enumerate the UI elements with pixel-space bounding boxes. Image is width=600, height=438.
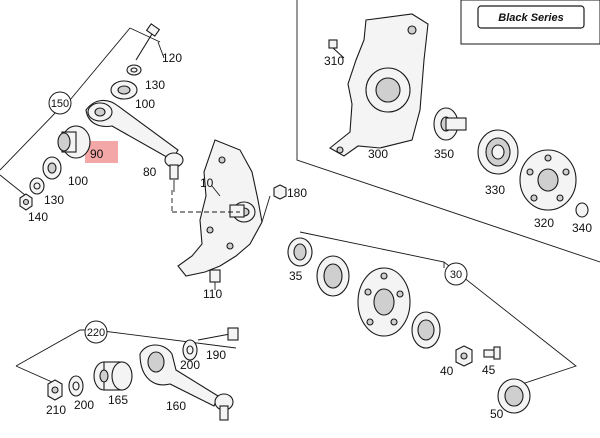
- label-200a: 200: [180, 358, 200, 372]
- label-350: 350: [434, 147, 454, 161]
- badge-frame: [460, 0, 600, 45]
- highlight-90: [85, 141, 118, 163]
- label-40: 40: [440, 364, 454, 378]
- label-165: 165: [108, 393, 128, 407]
- washer-200-lower[interactable]: [68, 375, 84, 397]
- label-35: 35: [289, 269, 303, 283]
- label-30: 30: [450, 269, 462, 281]
- label-90: 90: [90, 147, 104, 161]
- bolt-310[interactable]: [328, 39, 345, 59]
- label-120: 120: [162, 51, 182, 65]
- hub-320[interactable]: [519, 149, 577, 211]
- label-150: 150: [51, 98, 69, 110]
- label-100a: 100: [135, 97, 155, 111]
- control-arm-80[interactable]: [85, 99, 184, 192]
- bushing-100-top[interactable]: [110, 80, 138, 100]
- label-160: 160: [166, 399, 186, 413]
- nut-210[interactable]: [47, 379, 63, 401]
- knuckle-300[interactable]: [329, 13, 429, 157]
- bushing-90[interactable]: [57, 125, 91, 159]
- cap-50[interactable]: [497, 378, 531, 414]
- bearing-330[interactable]: [477, 129, 519, 175]
- bracket-150: [0, 107, 61, 171]
- label-200b: 200: [74, 398, 94, 412]
- label-10: 10: [200, 176, 214, 190]
- bearing-outer[interactable]: [411, 311, 441, 349]
- label-310: 310: [324, 54, 344, 68]
- nut-40[interactable]: [455, 345, 473, 367]
- label-210: 210: [46, 403, 66, 417]
- label-340: 340: [572, 221, 592, 235]
- label-130b: 130: [44, 193, 64, 207]
- badge-label: Black Series: [498, 12, 563, 24]
- label-130a: 130: [145, 78, 165, 92]
- hub-350[interactable]: [433, 107, 467, 141]
- bracket-30: [299, 231, 577, 385]
- cap-340[interactable]: [575, 202, 589, 218]
- washer-100-lower[interactable]: [42, 156, 62, 180]
- label-330: 330: [485, 183, 505, 197]
- washer-130-top[interactable]: [126, 64, 142, 76]
- bolt-45[interactable]: [483, 346, 501, 360]
- label-140: 140: [28, 210, 48, 224]
- washer-130-lower[interactable]: [29, 177, 45, 195]
- bolt-120[interactable]: [135, 23, 165, 61]
- label-45: 45: [482, 363, 496, 377]
- group-30-circle: [444, 262, 468, 286]
- label-320: 320: [534, 216, 554, 230]
- label-180: 180: [287, 186, 307, 200]
- label-190: 190: [206, 348, 226, 362]
- label-300: 300: [368, 147, 388, 161]
- bolt-110[interactable]: [209, 269, 221, 290]
- label-50: 50: [490, 407, 504, 421]
- bushing-165[interactable]: [93, 361, 133, 391]
- label-110: 110: [203, 287, 222, 301]
- bearing-inner[interactable]: [316, 255, 350, 297]
- steering-knuckle-10[interactable]: [177, 139, 263, 277]
- wheel-hub[interactable]: [357, 267, 411, 337]
- group-150-circle: [48, 91, 72, 115]
- label-80: 80: [143, 165, 157, 179]
- nut-140[interactable]: [19, 193, 33, 211]
- inset-frame: [296, 0, 600, 263]
- seal-35[interactable]: [287, 237, 313, 267]
- label-100b: 100: [68, 174, 88, 188]
- lower-arm-160[interactable]: [139, 344, 234, 421]
- nut-180[interactable]: [273, 184, 287, 200]
- washer-200-upper[interactable]: [182, 339, 198, 361]
- label-220: 220: [87, 327, 105, 339]
- badge-box[interactable]: [477, 5, 585, 29]
- bolt-190[interactable]: [197, 327, 239, 341]
- bracket-220: [15, 329, 237, 367]
- group-220-circle: [84, 320, 108, 344]
